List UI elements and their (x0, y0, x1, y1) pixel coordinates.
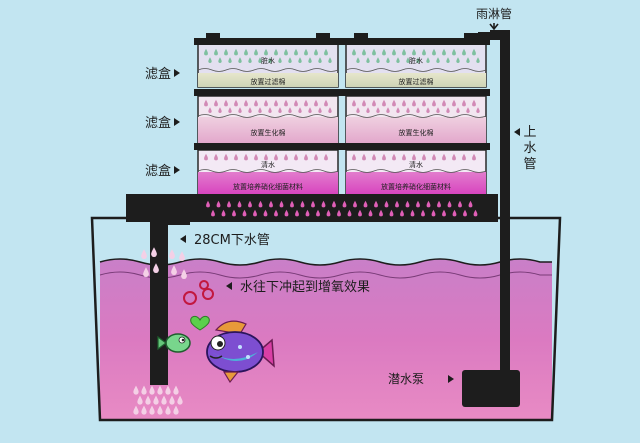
pump-arrow-icon (448, 375, 454, 383)
big-fish (206, 320, 275, 384)
droplet (179, 251, 185, 262)
rain-pipe-arrow-icon (489, 23, 499, 31)
left-mid-media-label: 放置生化棉 (251, 128, 286, 137)
rain-pipe-label: 雨淋管 (476, 6, 512, 21)
oxygen-arrow-icon (226, 282, 232, 290)
heart-icon (190, 315, 210, 331)
up-pipe-label: 上水管 (523, 125, 536, 172)
droplet (141, 249, 147, 260)
filter-box-label-2: 滤盒 (145, 115, 171, 131)
right-top-water-label: 脏水 (409, 56, 423, 65)
down-pipe-arrow-icon (180, 235, 186, 243)
pump-label: 潜水泵 (388, 372, 424, 386)
filter-box-label-3: 滤盒 (145, 163, 171, 179)
right-bottom-media-label: 放置培养硝化细菌材料 (381, 182, 451, 191)
right-bottom-water-label: 清水 (409, 160, 423, 169)
left-top-media-label: 放置过滤棉 (251, 77, 286, 86)
down-pipe-label: 28CM下水管 (194, 233, 270, 248)
droplet (169, 249, 175, 260)
tank-water (100, 259, 552, 420)
up-pipe (490, 30, 510, 370)
down-pipe (150, 215, 168, 385)
bubbles (183, 280, 214, 305)
oxygen-effect-label: 水往下冲起到增氧效果 (240, 280, 370, 295)
small-fish (157, 333, 191, 353)
right-top-media-label: 放置过滤棉 (399, 77, 434, 86)
left-bottom-water-label: 清水 (261, 160, 275, 169)
wave-line (99, 258, 552, 266)
right-mid-media-label: 放置生化棉 (399, 128, 434, 137)
filter-box-label-1: 滤盒 (145, 66, 171, 82)
filter-stack (194, 33, 490, 195)
left-top-water-label: 脏水 (261, 56, 275, 65)
up-pipe-arrow-icon (514, 128, 520, 136)
submersible-pump (462, 370, 520, 407)
left-bottom-media-label: 放置培养硝化细菌材料 (233, 182, 303, 191)
wave-line (99, 271, 552, 279)
